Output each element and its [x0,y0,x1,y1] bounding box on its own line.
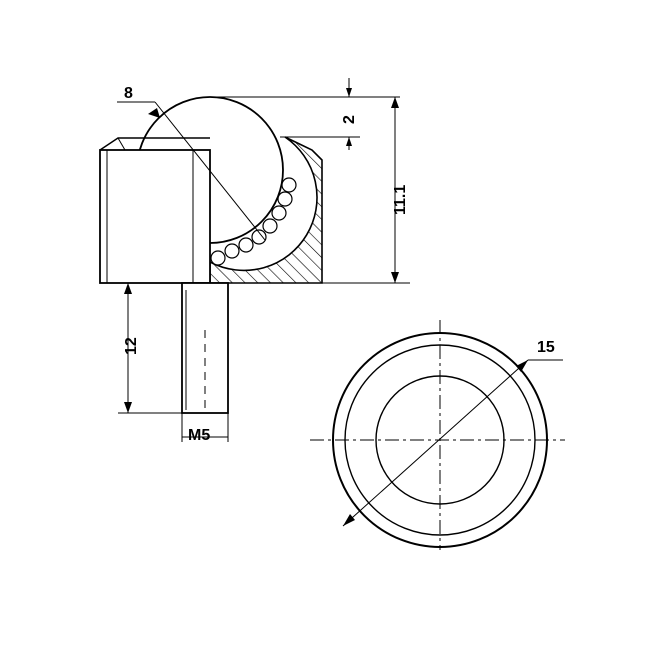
side-view: 8 2 11.1 12 [99,78,410,444]
support-balls [210,177,297,266]
ball-diameter-dimension: 8 [117,85,266,241]
outer-diameter-label: 15 [537,339,555,356]
top-offset-dimension: 2 [210,78,400,150]
top-offset-label: 2 [341,115,358,124]
ball-diameter-label: 8 [124,85,133,102]
stud-length-dimension: 12 [118,283,182,414]
thread-label: M5 [188,427,210,444]
top-view: 15 [310,320,565,550]
overall-height-label: 11.1 [392,185,409,215]
threaded-stud [181,282,229,414]
housing-body [99,137,211,284]
thread-dimension: M5 [181,413,229,444]
overall-height-dimension: 11.1 [322,97,410,284]
stud-length-label: 12 [123,337,140,355]
outer-diameter-dimension: 15 [342,339,563,527]
